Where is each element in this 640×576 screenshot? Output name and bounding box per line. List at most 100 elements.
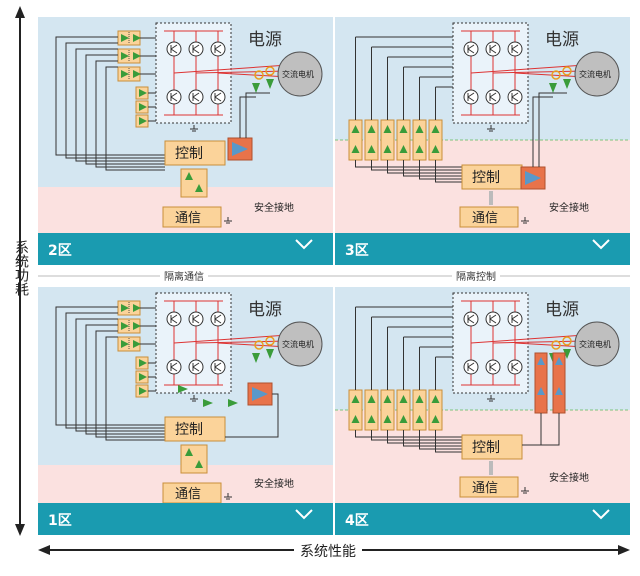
green-arrow-icon [139, 89, 147, 97]
comm-box [459, 206, 519, 228]
sensor-amp-icon [252, 83, 260, 93]
igbt-transistor [485, 89, 501, 105]
control-wire [371, 160, 462, 171]
igbt-transistor [188, 89, 204, 105]
control-wire [65, 312, 165, 429]
green-arrow-icon [431, 145, 440, 153]
current-sensor-icon [254, 70, 264, 80]
sensor-wire [522, 413, 560, 446]
igbt-transistor [210, 89, 226, 105]
motor-label: 交流电机 [579, 339, 611, 349]
control-label: 控制 [472, 440, 500, 456]
sensor-amp-icon [563, 79, 571, 89]
control-wire [387, 160, 462, 174]
zone-bar[interactable]: 1区 [38, 503, 333, 535]
motor-label: 交流电机 [579, 69, 611, 79]
comm-label: 通信 [175, 487, 201, 502]
igbt-transistor [507, 89, 523, 105]
green-arrow-icon [121, 70, 129, 78]
green-arrow-icon [367, 145, 376, 153]
green-arrow-icon [133, 70, 141, 78]
chevron-down-icon [295, 509, 313, 520]
control-wire [403, 160, 462, 177]
motor-label: 交流电机 [282, 339, 314, 349]
green-arrow-icon [383, 395, 392, 403]
comm-isolator [180, 444, 208, 474]
sensor-wire [239, 96, 256, 138]
adc-icon [252, 387, 268, 401]
igbt-transistor [210, 311, 226, 327]
green-arrow-icon [351, 395, 360, 403]
current-sensor-icon [551, 340, 561, 350]
zone-bar[interactable]: 3区 [335, 233, 630, 265]
comm-label: 通信 [175, 211, 201, 226]
control-wire [55, 306, 165, 426]
safety-ground-label: 安全接地 [254, 477, 294, 490]
control-wire [355, 160, 462, 168]
sensor-wire [538, 92, 567, 167]
expand-button[interactable] [590, 233, 630, 265]
igbt-transistor [188, 41, 204, 57]
zone-label: 1区 [48, 513, 72, 529]
green-arrow-icon [133, 340, 141, 348]
sensor-wire [225, 393, 279, 438]
phase-output [217, 72, 289, 78]
green-arrow-icon [415, 125, 424, 133]
phase-output [492, 70, 586, 74]
green-arrow-icon [399, 395, 408, 403]
motor-label: 交流电机 [282, 69, 314, 79]
green-arrow-icon [185, 172, 193, 180]
igbt-transistor [463, 41, 479, 57]
zone-label: 4区 [345, 513, 369, 529]
control-wire [65, 42, 165, 159]
igbt-transistor [166, 359, 182, 375]
sensor-amp-icon [563, 349, 571, 359]
separator-label-right: 隔离控制 [452, 268, 500, 283]
green-arrow-icon [139, 359, 147, 367]
adc-icon [537, 387, 545, 395]
green-arrow-icon [367, 395, 376, 403]
current-sensor-icon [254, 340, 264, 350]
vertical-axis-arrow [15, 6, 25, 536]
sensor-wire [532, 96, 553, 167]
comm-isolator [180, 168, 208, 198]
sense-amp-icon [228, 399, 238, 407]
comm-box [459, 476, 519, 498]
phase-output [173, 334, 289, 344]
vertical-axis-label: 系统功耗 [13, 240, 29, 296]
power-label: 电源 [545, 300, 579, 320]
expand-button[interactable] [590, 503, 630, 535]
current-sensor-icon [551, 70, 561, 80]
igbt-transistor [507, 359, 523, 375]
adc-icon [537, 357, 545, 365]
control-wire [403, 430, 462, 447]
control-wire [85, 324, 165, 435]
igbt-transistor [485, 359, 501, 375]
green-arrow-icon [121, 34, 129, 42]
chevron-down-icon [295, 239, 313, 250]
green-arrow-icon [139, 117, 147, 125]
expand-button[interactable] [293, 503, 333, 535]
zone-bar[interactable]: 4区 [335, 503, 630, 535]
ac-motor-icon [574, 51, 620, 97]
green-arrow-icon [415, 395, 424, 403]
sensor-wire [245, 92, 270, 138]
expand-button[interactable] [293, 233, 333, 265]
control-wire [371, 430, 462, 441]
separator-line [38, 275, 630, 277]
chevron-down-icon [592, 509, 610, 520]
control-wire [55, 36, 165, 156]
current-sensor-icon [265, 336, 275, 346]
green-arrow-icon [195, 460, 203, 468]
control-wire [95, 60, 165, 168]
green-arrow-icon [431, 125, 440, 133]
current-sensor-icon [265, 66, 275, 76]
green-arrow-icon [351, 145, 360, 153]
phase-output [217, 342, 289, 348]
igbt-transistor [463, 311, 479, 327]
zone-bar[interactable]: 2区 [38, 233, 333, 265]
